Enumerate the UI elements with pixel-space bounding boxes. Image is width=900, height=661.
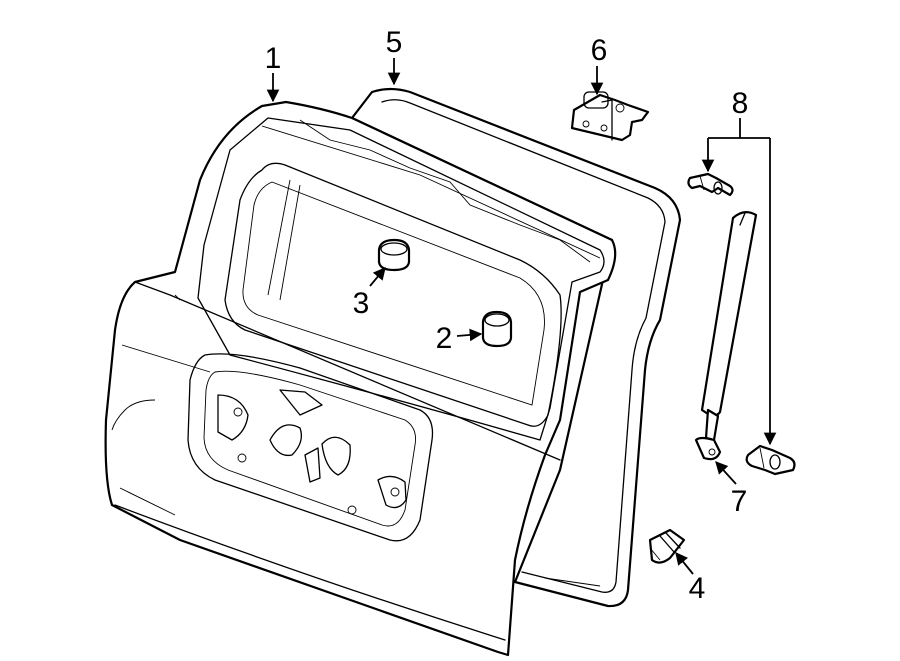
callout-2: 2 bbox=[436, 322, 453, 355]
callout-labels: 1 2 3 4 5 6 7 8 bbox=[265, 26, 749, 605]
gate-hinge bbox=[570, 91, 650, 142]
cushion-bumper-2 bbox=[481, 310, 513, 348]
bulb-plug bbox=[648, 528, 686, 564]
support-strut bbox=[694, 211, 758, 461]
leader-7 bbox=[715, 461, 737, 485]
leader-3 bbox=[369, 267, 386, 287]
cushion-bumper-3 bbox=[377, 238, 411, 272]
leader-lines bbox=[266, 58, 777, 575]
leader-2 bbox=[456, 328, 483, 342]
leader-4 bbox=[675, 552, 694, 575]
callout-3: 3 bbox=[353, 287, 370, 320]
ball-stud-upper bbox=[687, 172, 734, 197]
ball-stud-lower bbox=[745, 444, 796, 476]
callout-4: 4 bbox=[689, 572, 706, 605]
weatherstrip-seal bbox=[350, 87, 682, 608]
leader-8 bbox=[701, 118, 777, 446]
callout-7: 7 bbox=[731, 485, 748, 518]
callout-8: 8 bbox=[732, 87, 749, 120]
callout-1: 1 bbox=[265, 42, 282, 75]
lift-gate-panel bbox=[104, 100, 617, 657]
callout-5: 5 bbox=[386, 26, 403, 59]
callout-6: 6 bbox=[591, 34, 608, 67]
